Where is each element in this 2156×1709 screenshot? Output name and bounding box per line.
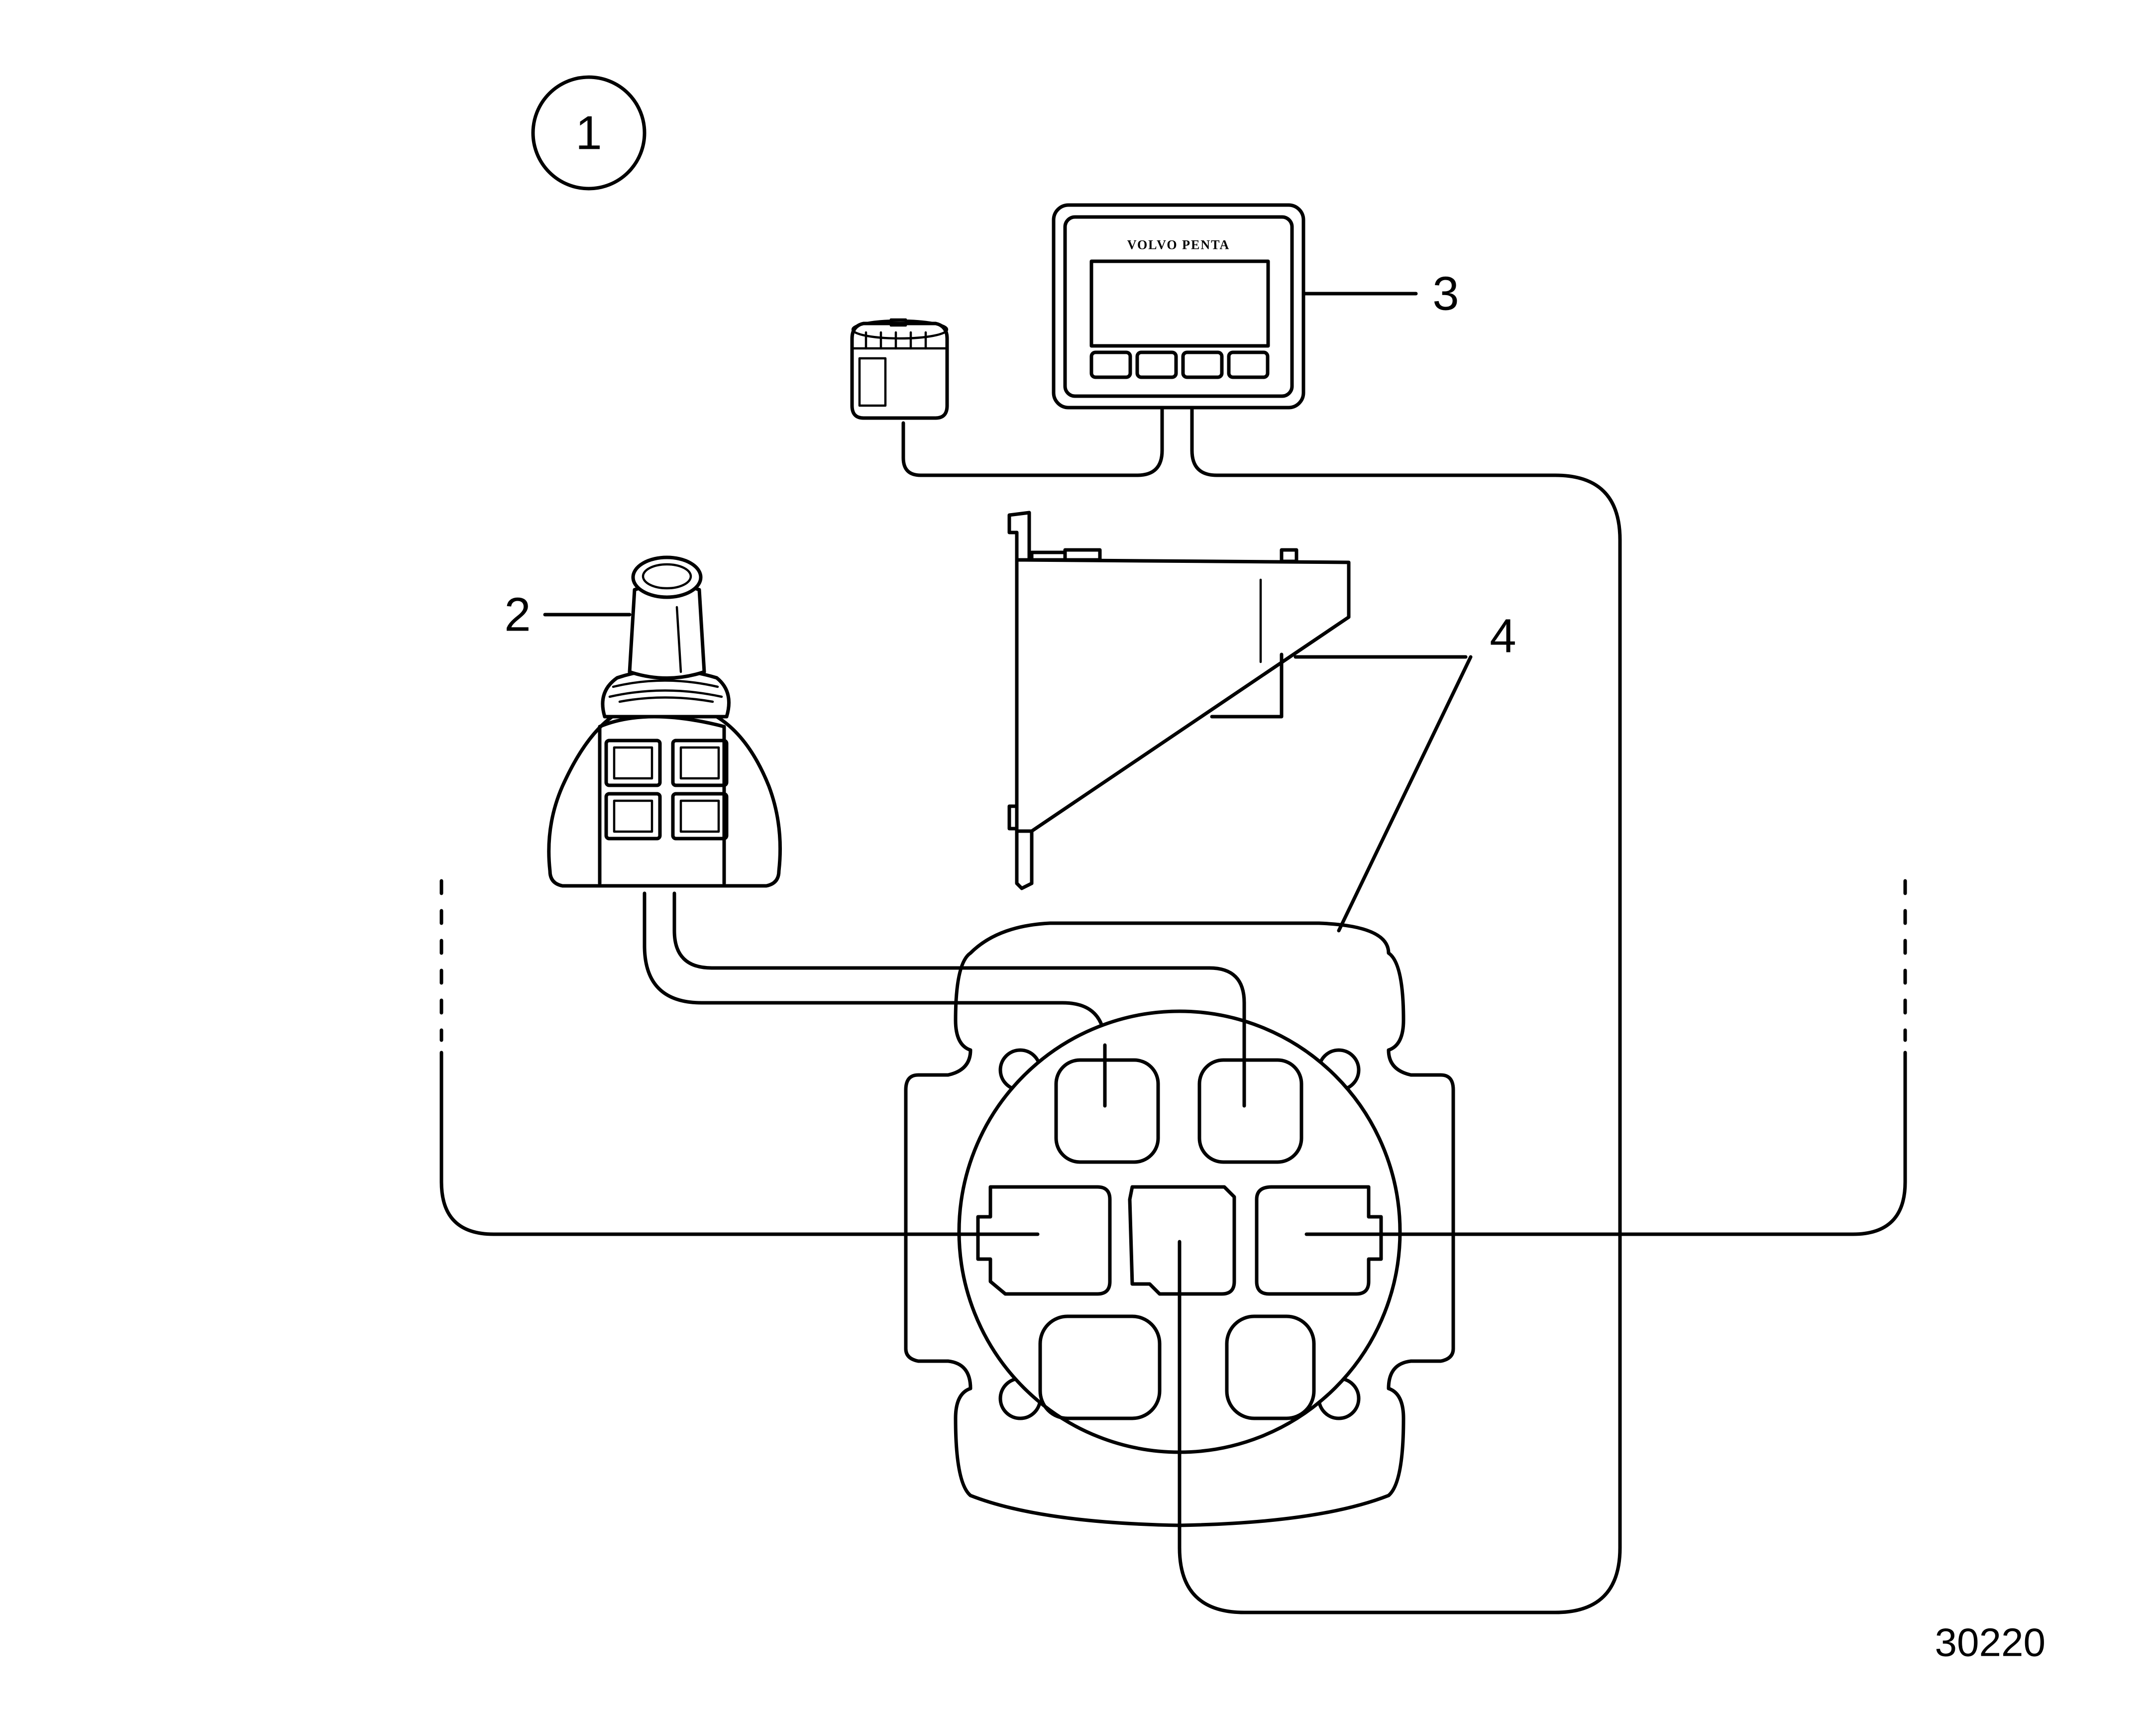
port-cable-ends [906, 1001, 1453, 1550]
callout-control-units: 4 [1294, 610, 1516, 933]
port-center [1128, 1185, 1236, 1296]
port-top-right [1197, 1058, 1303, 1164]
display-unit: VOLVO PENTA [1052, 203, 1305, 410]
cable-sensor-display [901, 406, 1164, 477]
callout-label-control-units: 4 [1490, 610, 1516, 663]
display-key-1 [1089, 350, 1132, 379]
junction-hub [904, 921, 1455, 1527]
port-bottom-right [1225, 1314, 1316, 1420]
port-middle-right [1255, 1185, 1383, 1296]
view-number-circle [531, 75, 647, 191]
control-unit-bracket [1007, 511, 1351, 890]
display-key-2 [1135, 350, 1178, 379]
cable-right-bus [1304, 1051, 1907, 1236]
display-brand: VOLVO PENTA [1127, 238, 1230, 252]
cable-left-bus [439, 1051, 1040, 1236]
figure-id: 30220 [1935, 1620, 2046, 1665]
cable-display-bus [1178, 406, 1622, 1614]
callout-joystick: 2 [504, 588, 632, 641]
sensor-unit [850, 318, 949, 420]
callout-label-joystick: 2 [504, 588, 531, 641]
port-top-left [1054, 1058, 1160, 1164]
view-number-marker: 1 [531, 75, 647, 191]
view-number: 1 [575, 107, 602, 160]
joystick [547, 555, 782, 888]
port-middle-left [976, 1185, 1112, 1296]
display-key-3 [1181, 350, 1224, 379]
callout-display: 3 [1303, 267, 1459, 320]
callout-label-display: 3 [1432, 267, 1459, 320]
display-screen [1089, 259, 1270, 348]
port-bottom-left [1038, 1314, 1162, 1420]
display-key-4 [1227, 350, 1270, 379]
